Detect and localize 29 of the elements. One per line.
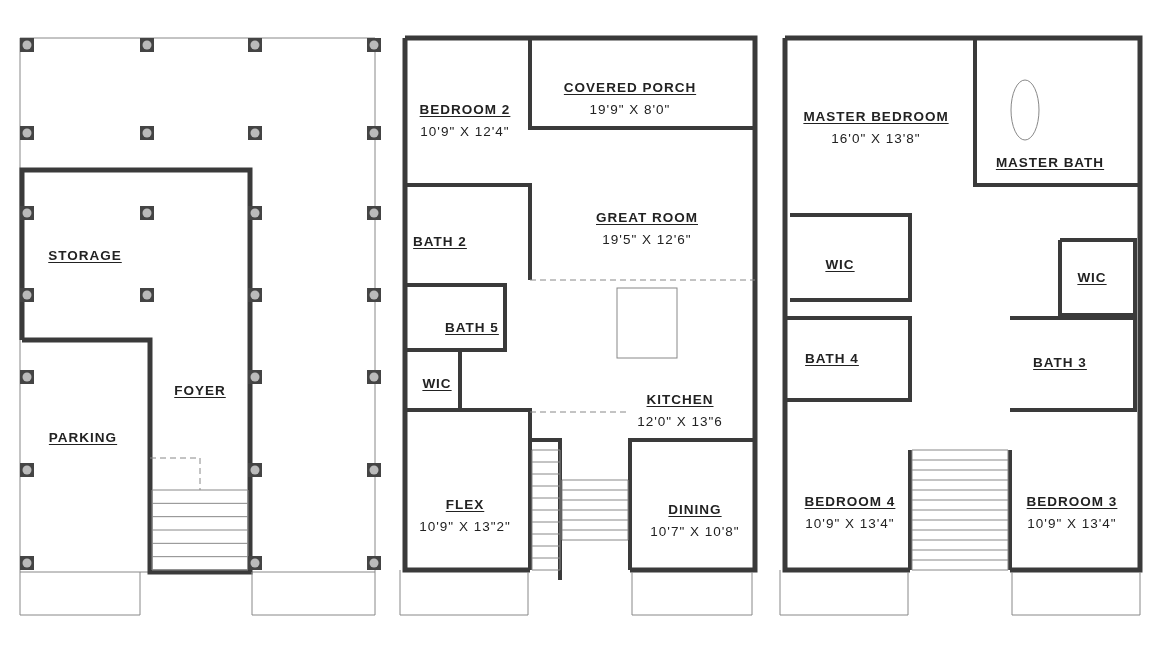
room-dimensions: 10'9" X 13'4" [805,516,895,531]
room-name: BATH 3 [1033,355,1087,370]
room-dimensions: 10'9" X 13'4" [1027,516,1117,531]
room-dimensions: 19'5" X 12'6" [602,232,692,247]
room-name: FLEX [445,497,485,512]
room-dimensions: 10'9" X 13"2" [419,519,511,534]
room-name: WIC [1077,270,1107,285]
room-name: WIC [422,376,452,391]
room-name: PARKING [48,430,118,445]
room-name: BEDROOM 3 [1026,494,1118,509]
room-dimensions: 19'9" X 8'0" [589,102,671,117]
room-name: BATH 2 [413,234,467,249]
room-name: BATH 4 [805,351,859,366]
room-name: MASTER BATH [995,155,1105,170]
room-name: DINING [668,502,722,517]
room-dimensions: 16'0" X 13'8" [831,131,921,146]
room-name: BATH 5 [445,320,499,335]
room-name: GREAT ROOM [596,210,698,225]
room-dimensions: 10'9" X 12'4" [420,124,510,139]
room-name: MASTER BEDROOM [803,109,949,124]
room-name: BEDROOM 2 [419,102,511,117]
room-dimensions: 12'0" X 13"6 [637,414,723,429]
room-name: STORAGE [48,248,122,263]
room-dimensions: 10'7" X 10'8" [650,524,740,539]
room-name: BEDROOM 4 [804,494,896,509]
room-name: WIC [825,257,855,272]
room-name: COVERED PORCH [563,80,697,95]
room-name: KITCHEN [646,392,714,407]
room-name: FOYER [174,383,226,398]
